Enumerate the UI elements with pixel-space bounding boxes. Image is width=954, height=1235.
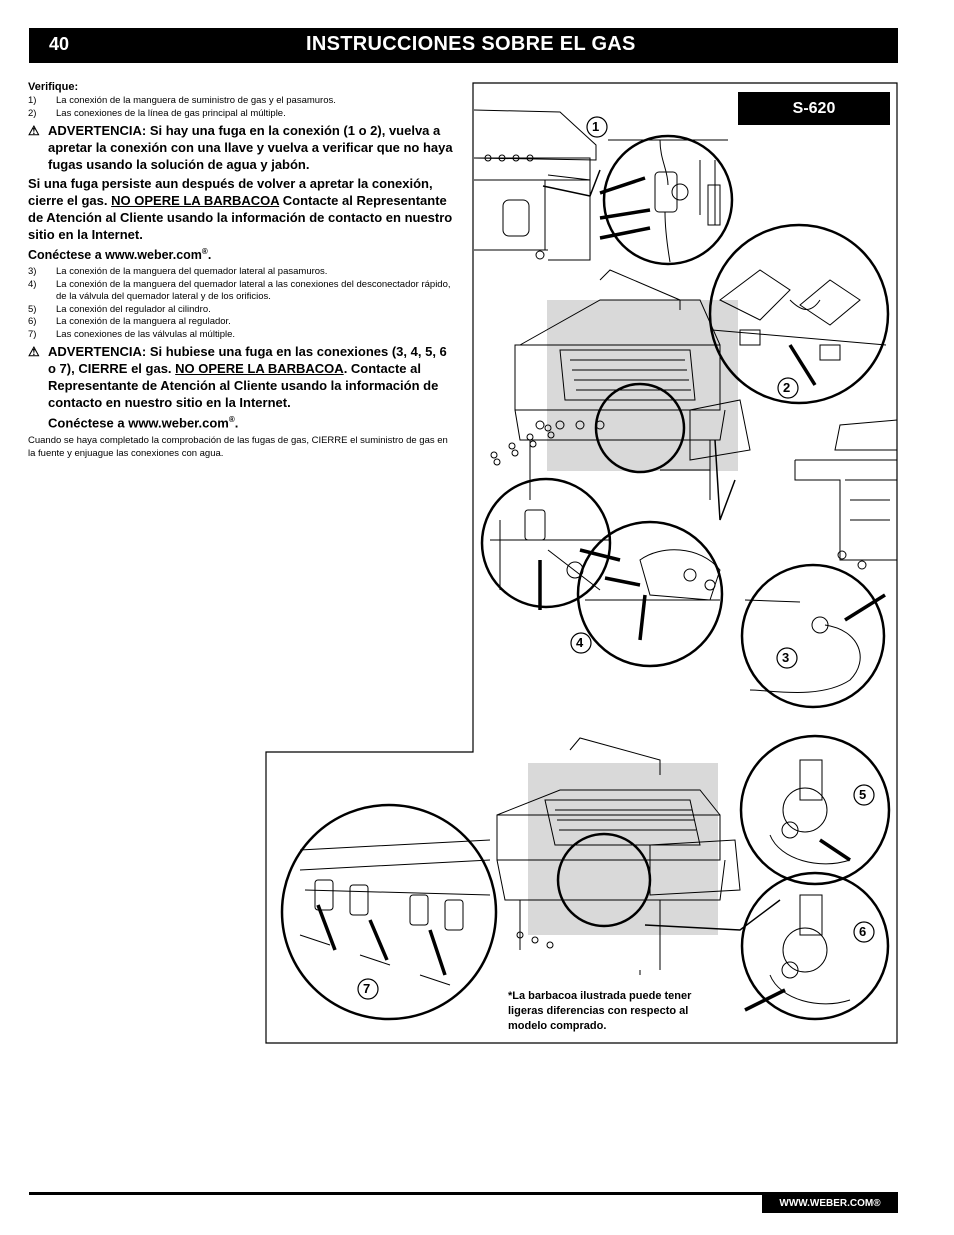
detail-circle-6 [740,871,890,1021]
arrows-1 [599,176,651,240]
diagram-frame [265,82,898,1044]
callout-6: 6 [859,924,867,939]
list-item: 5)La conexión del regulador al cilindro. [28,303,211,315]
arrow-2 [788,344,817,386]
warning-icon: ⚠ [28,344,40,360]
detail-circle-5 [739,734,891,886]
check-list-b: 3)La conexión de la manguera del quemado… [28,266,456,341]
detail-6-lines [769,894,851,1005]
footer-rule [29,1192,898,1195]
model-label: S-620 [738,92,890,125]
detail-circle-1 [602,134,734,266]
page-number: 40 [49,34,70,54]
callout-7: 7 [363,981,371,996]
warning-icon: ⚠ [28,123,40,138]
zoom-circle-main [594,382,686,474]
arrows-7 [316,904,447,976]
do-not-operate-text: NO OPERE LA BARBACOA [111,193,280,208]
list-item: 3)La conexión de la manguera del quemado… [28,266,328,278]
footnote: *La barbacoa ilustrada puede tener liger… [508,990,692,1032]
detail-2-lines [711,269,887,361]
arrows-4 [538,548,647,641]
grill-sketch-top-left [473,109,597,261]
list-item: 1)La conexión de la manguera de suminist… [28,95,336,106]
list-item: 6)La conexión de la manguera al regulado… [28,316,231,328]
check-list-a: 1)La conexión de la manguera de suminist… [28,95,456,120]
grill-sketch-bottom [496,737,741,975]
warning-2: ⚠ ADVERTENCIA: Si hubiese una fuga en la… [28,343,456,431]
arrow-3 [844,593,886,622]
detail-circle-7 [280,803,498,1021]
header-bar [29,28,898,63]
grill-shade-1 [547,300,738,471]
list-item: 4)La conexión de la manguera del quemado… [28,278,451,303]
list-item: 2)Las conexiones de la línea de gas prin… [28,107,286,119]
callout-1: 1 [592,119,600,134]
zoom-circle-bottom [556,832,652,928]
callout-3: 3 [782,650,790,665]
warning-1-text: ADVERTENCIA: Si hay una fuga en la conex… [48,123,453,172]
detail-7-lines [299,839,491,986]
verify-heading: Verifique: [28,81,79,93]
leader-1 [542,169,601,197]
footer-website: WWW.WEBER.COM® [762,1195,898,1213]
leak-paragraph: Si una fuga persiste aun después de volv… [28,176,453,242]
detail-circle-2 [708,223,890,405]
warning-1: ⚠ ADVERTENCIA: Si hay una fuga en la con… [28,122,456,173]
detail-3-lines [744,599,861,693]
detail-circle-4b [576,520,724,668]
detail-circle-3 [740,563,886,709]
grill-shade-2 [528,763,718,935]
detail-circle-4a [480,477,612,609]
instructions-column: Verifique: 1)La conexión de la manguera … [28,81,456,460]
callout-2: 2 [783,380,791,395]
do-not-operate-text: NO OPERE LA BARBACOA [175,361,344,377]
fitting-parts [490,424,555,466]
callout-5: 5 [859,787,867,802]
list-item: 7)Las conexiones de las válvulas al múlt… [28,328,236,340]
grill-sketch-right [794,419,898,570]
callout-circles [357,116,875,1000]
detail-4-lines [490,509,721,601]
leader-zoom [714,439,736,521]
detail-1-lines [608,139,728,263]
website-line-1: Conéctese a www.weber.com®. [28,247,212,263]
arrow-5 [819,838,851,862]
grill-sketch-main [514,269,751,500]
callout-4: 4 [576,635,584,650]
arrow-6 [744,988,786,1012]
warning-2-text: ADVERTENCIA: Si hubiese una fuga en las … [48,344,447,431]
closing-paragraph: Cuando se haya completado la comprobació… [28,435,448,460]
leader-bottom [644,899,781,931]
detail-5-lines [769,759,851,865]
page-title: INSTRUCCIONES SOBRE EL GAS [306,33,636,55]
